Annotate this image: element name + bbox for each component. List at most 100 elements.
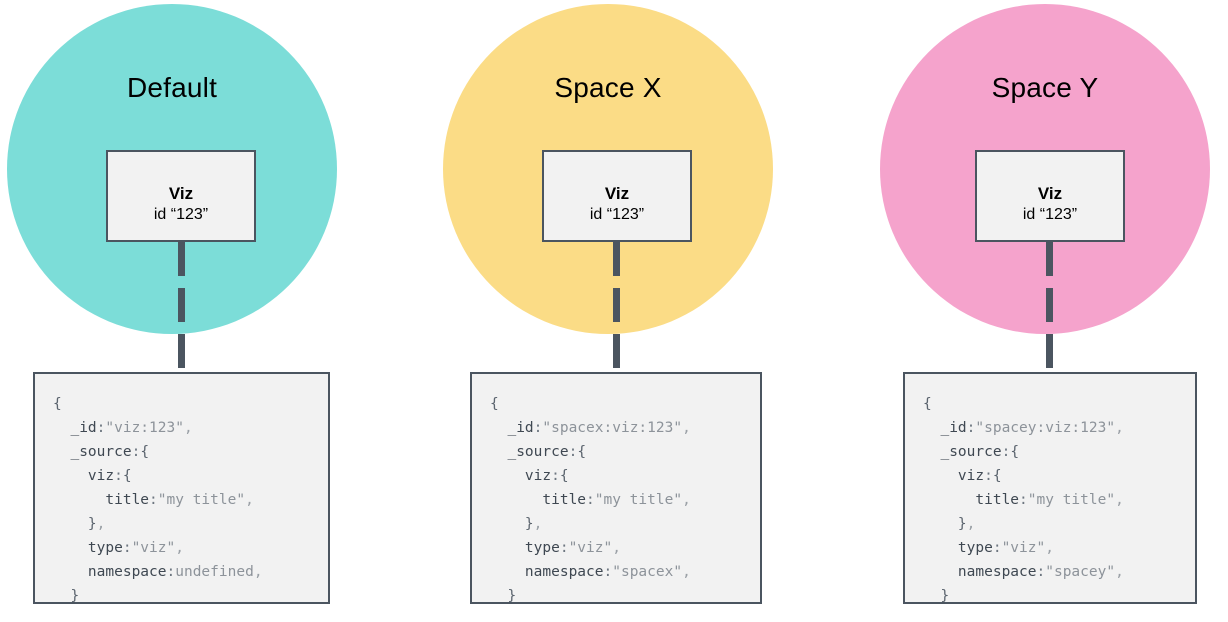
json-token-punct: } xyxy=(53,588,80,604)
namespace-title-default: Default xyxy=(126,72,218,103)
connector-spacey xyxy=(1046,242,1053,372)
json-token-comma: , xyxy=(245,492,254,508)
json-line: } xyxy=(490,584,691,604)
viz-node-title: Viz xyxy=(1037,184,1063,203)
json-panel-spacex: { _id:"spacex:viz:123", _source:{ viz:{ … xyxy=(470,372,762,604)
json-line: _id:"spacex:viz:123", xyxy=(490,416,690,440)
json-token-key: viz xyxy=(490,468,552,484)
json-line: _id:"viz:123", xyxy=(53,416,263,440)
json-token-colon: : xyxy=(1019,492,1028,508)
connector-dash xyxy=(178,242,185,276)
viz-node-default[interactable]: Viz id “123” xyxy=(106,150,256,242)
json-token-colon: : xyxy=(533,420,543,436)
json-token-punct: } xyxy=(923,516,967,532)
viz-node-id: id “123” xyxy=(1022,206,1078,223)
json-token-punct: { xyxy=(53,396,62,412)
json-line: type:"viz", xyxy=(923,536,1124,560)
json-token-key: title xyxy=(490,492,587,508)
json-token-comma: , xyxy=(682,564,691,580)
connector-dash xyxy=(1046,334,1053,368)
json-line: title:"my title", xyxy=(53,488,263,512)
json-token-punct: { xyxy=(122,468,132,484)
namespace-title-spacex: Space X xyxy=(554,72,662,103)
json-token-comma: , xyxy=(183,420,193,436)
json-token-comma: , xyxy=(96,516,106,532)
json-token-str: "viz" xyxy=(131,540,176,556)
json-token-colon: : xyxy=(966,420,976,436)
json-code-block: { _id:"viz:123", _source:{ viz:{ title:"… xyxy=(53,392,263,604)
json-token-key: _id xyxy=(923,420,967,436)
json-token-colon: : xyxy=(551,468,560,484)
json-token-colon: : xyxy=(992,540,1002,556)
json-token-key: viz xyxy=(923,468,985,484)
json-token-punct: } xyxy=(53,516,97,532)
json-line: type:"viz", xyxy=(53,536,263,560)
json-line: }, xyxy=(490,512,691,536)
json-token-str: "spacex:viz:123" xyxy=(542,420,683,436)
connector-dash xyxy=(1046,242,1053,276)
viz-node-title: Viz xyxy=(168,184,194,203)
json-token-key: _source xyxy=(923,444,1002,460)
namespace-title-spacey: Space Y xyxy=(991,72,1099,103)
json-token-comma: , xyxy=(682,492,691,508)
json-token-comma: , xyxy=(966,516,976,532)
json-code-block: { _id:"spacex:viz:123", _source:{ viz:{ … xyxy=(490,392,691,604)
json-line: namespace:"spacey", xyxy=(923,560,1124,584)
json-token-str: "viz" xyxy=(568,540,613,556)
json-line: viz:{ xyxy=(53,464,263,488)
json-token-punct: { xyxy=(140,444,150,460)
json-line: viz:{ xyxy=(923,464,1124,488)
json-token-key: _id xyxy=(490,420,534,436)
json-panel-spacey: { _id:"spacey:viz:123", _source:{ viz:{ … xyxy=(903,372,1197,604)
json-token-colon: : xyxy=(149,492,158,508)
json-token-punct: { xyxy=(559,468,569,484)
connector-dash xyxy=(613,334,620,368)
json-token-str: "my title" xyxy=(157,492,246,508)
json-token-colon: : xyxy=(559,540,569,556)
json-token-key: namespace xyxy=(490,564,604,580)
connector-dash xyxy=(178,334,185,368)
json-token-key: _source xyxy=(490,444,569,460)
json-token-comma: , xyxy=(533,516,543,532)
json-token-punct: } xyxy=(490,516,534,532)
json-line: namespace:"spacex", xyxy=(490,560,691,584)
connector-spacex xyxy=(613,242,620,372)
json-token-key: type xyxy=(53,540,123,556)
json-token-colon: : xyxy=(1036,564,1046,580)
json-token-comma: , xyxy=(1115,492,1124,508)
viz-node-id: id “123” xyxy=(153,206,209,223)
connector-dash xyxy=(178,288,185,322)
json-token-comma: , xyxy=(253,564,263,580)
json-token-key: type xyxy=(490,540,560,556)
json-token-str: "spacey" xyxy=(1045,564,1116,580)
json-token-key: _source xyxy=(53,444,132,460)
json-token-key: viz xyxy=(53,468,115,484)
viz-node-spacey[interactable]: Viz id “123” xyxy=(975,150,1125,242)
json-token-key: type xyxy=(923,540,993,556)
json-token-key: namespace xyxy=(53,564,167,580)
json-token-punct: { xyxy=(923,396,932,412)
json-token-colon: : xyxy=(96,420,106,436)
json-line: title:"my title", xyxy=(923,488,1124,512)
json-token-punct: } xyxy=(490,588,517,604)
json-line: _source:{ xyxy=(53,440,263,464)
json-token-colon: : xyxy=(984,468,993,484)
json-line: { xyxy=(490,392,691,416)
json-line: _id:"spacey:viz:123", xyxy=(923,416,1123,440)
json-code-block: { _id:"spacey:viz:123", _source:{ viz:{ … xyxy=(923,392,1124,602)
connector-dash xyxy=(1046,288,1053,322)
json-token-str: "viz" xyxy=(1001,540,1046,556)
json-token-colon: : xyxy=(1001,444,1011,460)
json-token-colon: : xyxy=(166,564,176,580)
json-token-comma: , xyxy=(612,540,621,556)
json-token-str: "spacex" xyxy=(612,564,683,580)
json-token-colon: : xyxy=(568,444,578,460)
json-line: { xyxy=(53,392,263,416)
json-token-key: _id xyxy=(53,420,97,436)
json-token-str: "my title" xyxy=(594,492,683,508)
connector-dash xyxy=(613,242,620,276)
json-token-punct: { xyxy=(490,396,499,412)
json-token-str: "viz:123" xyxy=(105,420,184,436)
